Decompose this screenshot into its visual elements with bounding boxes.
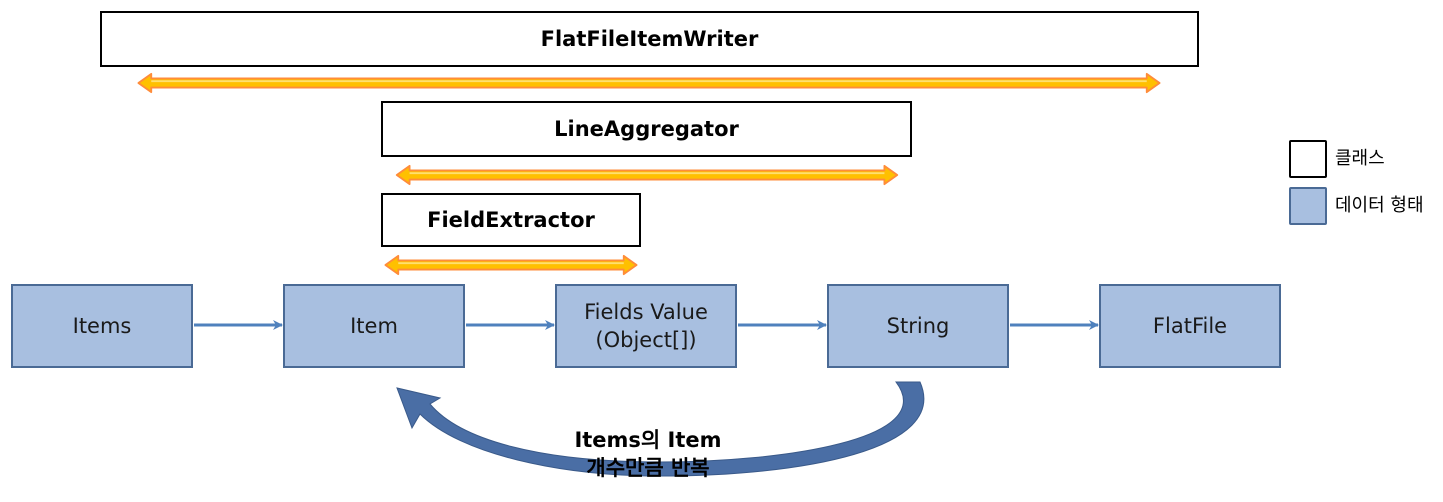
items-data-box: Items <box>11 284 193 368</box>
flatfileitemwriter-label: FlatFileItemWriter <box>540 27 759 51</box>
loop-caption-line1: Items의 Item <box>574 428 722 452</box>
item-label: Item <box>350 314 398 338</box>
fieldextractor-class-box: FieldExtractor <box>381 193 641 247</box>
item-data-box: Item <box>283 284 465 368</box>
flatfile-data-box: FlatFile <box>1099 284 1281 368</box>
items-label: Items <box>72 314 132 338</box>
loop-arrow <box>396 381 925 477</box>
fields-value-data-box: Fields Value (Object[]) <box>555 284 737 368</box>
loop-caption-line2: 개수만큼 반복 <box>586 456 710 480</box>
legend-data-label: 데이터 형태 <box>1335 195 1424 216</box>
string-label: String <box>886 314 950 338</box>
fields-value-label: Fields Value <box>584 300 708 324</box>
lineaggregator-class-box: LineAggregator <box>381 101 912 157</box>
legend-class-swatch <box>1289 140 1327 178</box>
fieldextractor-label: FieldExtractor <box>427 208 595 232</box>
legend-class-label: 클래스 <box>1335 148 1385 169</box>
lineaggregator-label: LineAggregator <box>554 117 739 141</box>
fields-value-type-label: (Object[]) <box>595 328 697 352</box>
legend-data-swatch <box>1289 187 1327 225</box>
fieldextractor-range-arrow <box>384 254 638 276</box>
flatfileitemwriter-class-box: FlatFileItemWriter <box>100 11 1199 67</box>
loop-caption: Items의 Item 개수만큼 반복 <box>548 426 748 482</box>
flatfileitemwriter-range-arrow <box>137 72 1161 94</box>
lineaggregator-range-arrow <box>395 164 899 186</box>
flatfile-label: FlatFile <box>1152 314 1228 338</box>
string-data-box: String <box>827 284 1009 368</box>
